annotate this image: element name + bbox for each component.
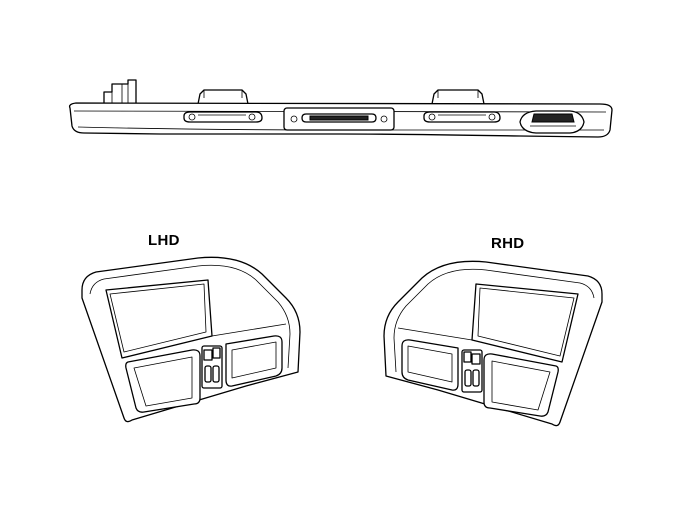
rhd-label: RHD [491,235,525,252]
top-clip-right [431,89,485,105]
rhd-console-bezel [383,260,603,427]
rhd-vent-left [483,353,559,417]
trim-strip [68,79,613,138]
lhd-label: LHD [148,232,180,249]
left-end-clip [103,79,137,105]
lhd-console-bezel [81,256,301,423]
strip-slot-right [423,111,501,123]
strip-center-lamp [283,107,395,131]
strip-slot-left [183,111,263,123]
strip-handle-switch [519,110,585,134]
rhd-switch-cluster [461,349,483,393]
lhd-vent-left [125,349,201,413]
lhd-switch-cluster [201,345,223,389]
top-clip-left [197,89,249,105]
